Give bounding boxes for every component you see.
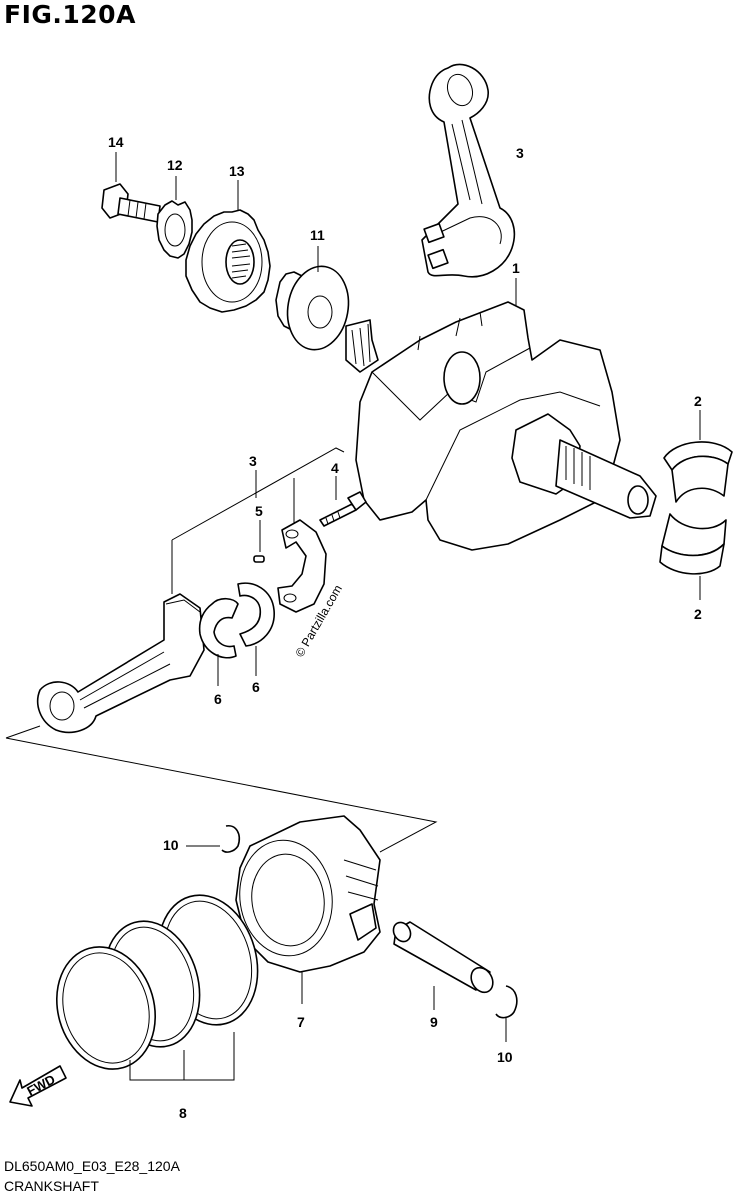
conrod-bearing-left[interactable] (198, 597, 239, 659)
callout-12: 12 (167, 157, 183, 173)
callout-5: 5 (255, 503, 263, 519)
callout-7: 7 (297, 1014, 305, 1030)
washer[interactable] (281, 261, 355, 354)
callout-11: 11 (310, 227, 325, 243)
callout-4: 4 (331, 460, 339, 476)
forward-arrow-icon: FWD (9, 1065, 67, 1107)
callout-1: 1 (512, 260, 520, 276)
flange-bolt[interactable] (101, 183, 161, 223)
callout-6-left: 6 (214, 691, 222, 707)
conrod-cap[interactable] (277, 519, 327, 613)
primary-drive-gear[interactable] (185, 209, 271, 313)
piston[interactable] (232, 815, 381, 973)
fwd-label: FWD (24, 1072, 57, 1099)
conrod-bolt[interactable] (319, 491, 367, 527)
callout-13: 13 (229, 163, 245, 179)
callout-3-top: 3 (516, 145, 524, 161)
piston-group-bracket (5, 725, 438, 853)
callout-2-top: 2 (694, 393, 702, 409)
conrod-bearing-right[interactable] (237, 582, 275, 647)
piston-pin-circlip-top[interactable] (221, 824, 241, 853)
piston-pin[interactable] (390, 919, 497, 996)
callout-8: 8 (179, 1105, 187, 1121)
piston-pin-circlip-bottom[interactable] (495, 985, 518, 1019)
piston-oil-ring[interactable] (43, 935, 169, 1081)
group-bracket (171, 447, 345, 541)
callout-2-bottom: 2 (694, 606, 702, 622)
callout-14: 14 (108, 134, 124, 150)
conrod-dowel[interactable] (253, 555, 265, 563)
callout-9: 9 (430, 1014, 438, 1030)
callout-3-group: 3 (249, 453, 257, 469)
callout-10-bottom: 10 (497, 1049, 513, 1065)
callout-6-right: 6 (252, 679, 260, 695)
callout-10-top: 10 (163, 837, 179, 853)
crank-gear-small[interactable] (156, 200, 193, 259)
crank-bearing-lower[interactable] (659, 513, 727, 575)
connecting-rod-exploded[interactable] (36, 593, 205, 734)
crankshaft[interactable] (345, 301, 657, 551)
figure-code: DL650AM0_E03_E28_120A (4, 1158, 180, 1174)
connecting-rod-top[interactable] (421, 63, 516, 278)
figure-title: FIG.120A (4, 0, 136, 29)
crank-bearing-upper[interactable] (663, 441, 733, 503)
figure-name: CRANKSHAFT (4, 1178, 99, 1194)
